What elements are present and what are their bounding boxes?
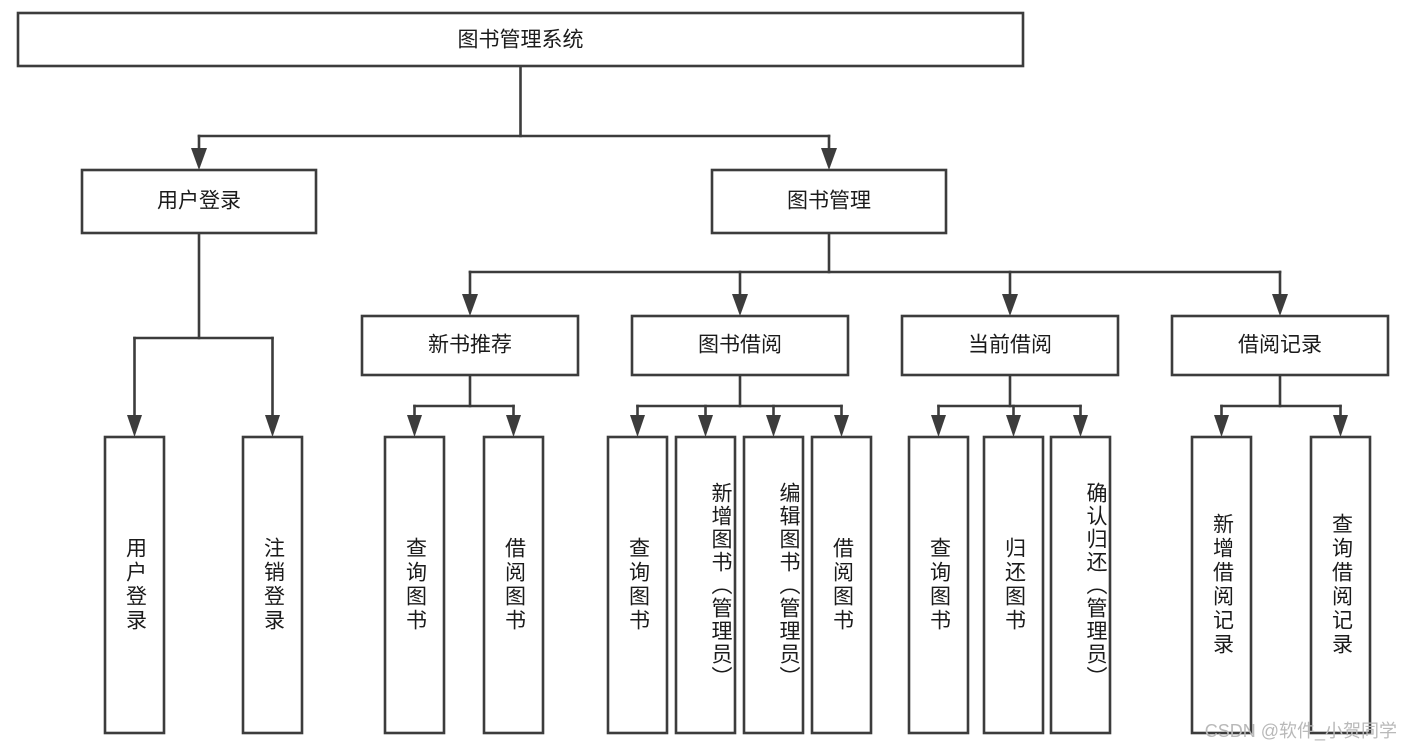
node-root-box[interactable] bbox=[16, 11, 1025, 68]
node-book-borrow[interactable]: 图书借阅 bbox=[630, 314, 850, 377]
arrow-head-book-borrow bbox=[732, 294, 748, 316]
leaf-query-book-recommend-box[interactable] bbox=[383, 435, 446, 735]
node-root-label: 图书管理系统 bbox=[458, 29, 584, 52]
arrow-head-leaf-add-borrow-record bbox=[1214, 415, 1229, 437]
arrow-head-leaf-return-book bbox=[1006, 415, 1021, 437]
arrow-head-leaf-user-login bbox=[127, 415, 142, 437]
connector-layer bbox=[127, 64, 1348, 437]
arrow-head-leaf-query-book-current bbox=[931, 415, 946, 437]
arrow-head-leaf-query-borrow-record bbox=[1333, 415, 1348, 437]
leaf-add-book-box[interactable] bbox=[674, 435, 737, 735]
arrow-head-leaf-confirm-return bbox=[1073, 415, 1088, 437]
arrow-head-leaf-borrow-book-recommend bbox=[506, 415, 521, 437]
node-current-borrow-box[interactable] bbox=[900, 314, 1120, 377]
node-borrow-records-label: 借阅记录 bbox=[1238, 334, 1322, 357]
leaf-add-borrow-record-box[interactable] bbox=[1190, 435, 1253, 735]
arrow-head-new-book-recommend bbox=[462, 294, 478, 316]
leaf-return-book-box[interactable] bbox=[982, 435, 1045, 735]
node-new-book-recommend-box[interactable] bbox=[360, 314, 580, 377]
arrow-head-leaf-query-book-recommend bbox=[407, 415, 422, 437]
arrow-head-user-login bbox=[191, 148, 207, 170]
arrow-head-book-management bbox=[821, 148, 837, 170]
arrow-head-leaf-add-book bbox=[698, 415, 713, 437]
node-user-login-label: 用户登录 bbox=[157, 190, 241, 213]
arrow-head-leaf-logout bbox=[265, 415, 280, 437]
leaf-confirm-return-box[interactable] bbox=[1049, 435, 1112, 735]
leaf-query-book-current-box[interactable] bbox=[907, 435, 970, 735]
arrow-head-current-borrow bbox=[1002, 294, 1018, 316]
arrow-head-borrow-records bbox=[1272, 294, 1288, 316]
node-borrow-records-box[interactable] bbox=[1170, 314, 1390, 377]
node-book-management-box[interactable] bbox=[710, 168, 948, 235]
node-book-management[interactable]: 图书管理 bbox=[710, 168, 948, 235]
node-book-management-label: 图书管理 bbox=[787, 190, 871, 213]
node-root[interactable]: 图书管理系统 bbox=[16, 11, 1025, 68]
node-current-borrow-label: 当前借阅 bbox=[968, 334, 1052, 357]
arrow-head-leaf-borrow-book bbox=[834, 415, 849, 437]
leaf-query-borrow-record-box[interactable] bbox=[1309, 435, 1372, 735]
arrow-head-leaf-edit-book bbox=[766, 415, 781, 437]
leaf-box-layer bbox=[103, 435, 1372, 735]
node-new-book-recommend[interactable]: 新书推荐 bbox=[360, 314, 580, 377]
leaf-query-book-borrow-box[interactable] bbox=[606, 435, 669, 735]
leaf-edit-book-box[interactable] bbox=[742, 435, 805, 735]
node-current-borrow[interactable]: 当前借阅 bbox=[900, 314, 1120, 377]
node-borrow-records[interactable]: 借阅记录 bbox=[1170, 314, 1390, 377]
leaf-user-login-box[interactable] bbox=[103, 435, 166, 735]
leaf-borrow-book-box[interactable] bbox=[810, 435, 873, 735]
node-book-borrow-box[interactable] bbox=[630, 314, 850, 377]
node-user-login[interactable]: 用户登录 bbox=[80, 168, 318, 235]
node-user-login-box[interactable] bbox=[80, 168, 318, 235]
leaf-logout-box[interactable] bbox=[241, 435, 304, 735]
leaf-borrow-book-recommend-box[interactable] bbox=[482, 435, 545, 735]
node-new-book-recommend-label: 新书推荐 bbox=[428, 334, 512, 357]
node-book-borrow-label: 图书借阅 bbox=[698, 334, 782, 357]
arrow-head-leaf-query-book-borrow bbox=[630, 415, 645, 437]
